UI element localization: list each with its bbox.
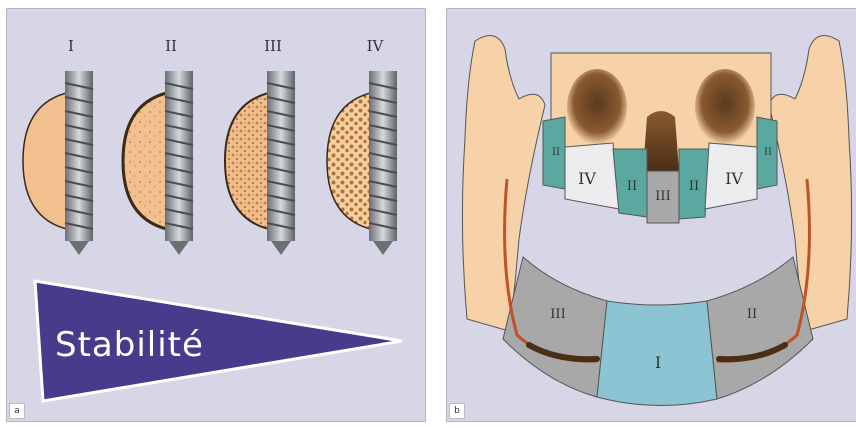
maxilla-label-5: IV bbox=[719, 169, 749, 188]
maxilla-label-2: II bbox=[617, 179, 647, 194]
type-label-2: II bbox=[151, 37, 191, 55]
panel-b: II IV II III II IV II III I II b bbox=[446, 8, 856, 422]
nasal-cavity bbox=[643, 111, 679, 171]
mandible-zone-left-iii bbox=[503, 257, 607, 397]
panel-letter-b: b bbox=[449, 403, 465, 419]
left-orbit bbox=[567, 69, 627, 145]
right-orbit bbox=[695, 69, 755, 145]
mandible-label-0: III bbox=[543, 307, 573, 322]
bone-type-1 bbox=[23, 71, 93, 255]
stability-label: Stabilité bbox=[55, 325, 204, 365]
mandible-label-2: II bbox=[737, 307, 767, 322]
maxilla-label-3: III bbox=[648, 189, 678, 204]
type-label-3: III bbox=[253, 37, 293, 55]
maxilla-label-4: II bbox=[679, 179, 709, 194]
bone-type-4 bbox=[327, 71, 397, 255]
mandible-label-1: I bbox=[643, 353, 673, 372]
mandible-zone-right-ii bbox=[707, 257, 813, 399]
panel-letter-a: a bbox=[9, 403, 25, 419]
bone-type-3 bbox=[225, 71, 295, 255]
panel-a: I II III IV Stabilité a bbox=[6, 8, 426, 422]
maxilla-label-6: II bbox=[753, 147, 783, 158]
type-label-4: IV bbox=[355, 37, 395, 55]
maxilla-label-1: IV bbox=[572, 169, 602, 188]
bone-type-2 bbox=[123, 71, 193, 255]
maxilla-label-0: II bbox=[541, 147, 571, 158]
type-label-1: I bbox=[51, 37, 91, 55]
